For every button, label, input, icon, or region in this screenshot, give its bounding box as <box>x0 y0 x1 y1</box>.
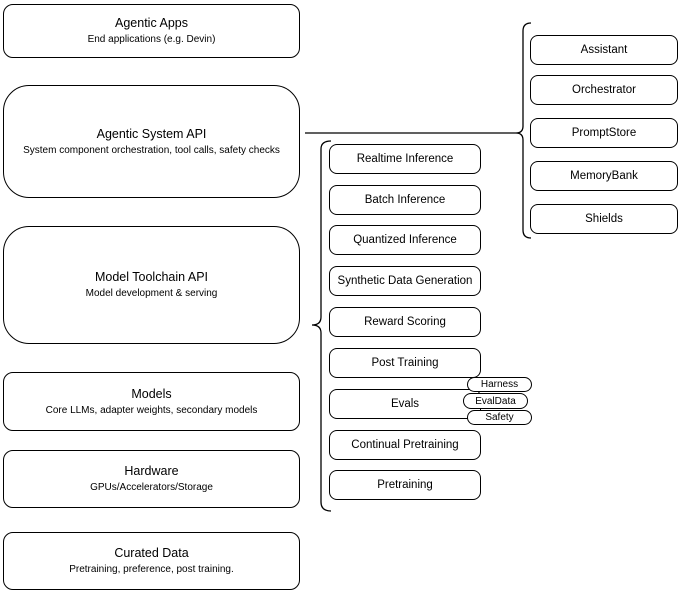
brace-toolchain-services <box>311 140 332 512</box>
box-agentic-apps: Agentic Apps End applications (e.g. Devi… <box>3 4 300 58</box>
box-pretraining: Pretraining <box>329 470 481 500</box>
box-curated-data: Curated Data Pretraining, preference, po… <box>3 532 300 590</box>
box-title: Agentic Apps <box>115 16 188 30</box>
pill-safety: Safety <box>467 410 532 425</box>
box-batch-inference: Batch Inference <box>329 185 481 215</box>
box-subtitle: Pretraining, preference, post training. <box>69 564 234 575</box>
box-model-toolchain-api: Model Toolchain API Model development & … <box>3 226 300 344</box>
box-title: Hardware <box>124 464 179 478</box>
pill-evaldata: EvalData <box>463 393 528 409</box>
box-shields: Shields <box>530 204 678 234</box>
pill-harness: Harness <box>467 377 532 392</box>
box-promptstore: PromptStore <box>530 118 678 148</box>
box-quantized-inference: Quantized Inference <box>329 225 481 255</box>
box-hardware: Hardware GPUs/Accelerators/Storage <box>3 450 300 508</box>
box-continual-pretraining: Continual Pretraining <box>329 430 481 460</box>
box-title: Agentic System API <box>96 126 207 141</box>
box-subtitle: Model development & serving <box>85 288 218 299</box>
box-evals: Evals <box>329 389 481 419</box>
box-realtime-inference: Realtime Inference <box>329 144 481 174</box>
box-assistant: Assistant <box>530 35 678 65</box>
box-title: Curated Data <box>114 546 189 560</box>
box-models: Models Core LLMs, adapter weights, secon… <box>3 372 300 431</box>
brace-system-components <box>515 22 532 239</box>
box-synthetic-data-generation: Synthetic Data Generation <box>329 266 481 296</box>
box-subtitle: GPUs/Accelerators/Storage <box>90 482 213 493</box>
box-reward-scoring: Reward Scoring <box>329 307 481 337</box>
box-title: Models <box>131 386 172 401</box>
box-post-training: Post Training <box>329 348 481 378</box>
box-memorybank: MemoryBank <box>530 161 678 191</box>
box-orchestrator: Orchestrator <box>530 75 678 105</box>
box-subtitle: System component orchestration, tool cal… <box>23 144 280 156</box>
box-subtitle: End applications (e.g. Devin) <box>87 34 216 45</box>
box-agentic-system-api: Agentic System API System component orch… <box>3 85 300 198</box>
box-title: Model Toolchain API <box>94 270 209 284</box>
box-subtitle: Core LLMs, adapter weights, secondary mo… <box>45 404 258 416</box>
